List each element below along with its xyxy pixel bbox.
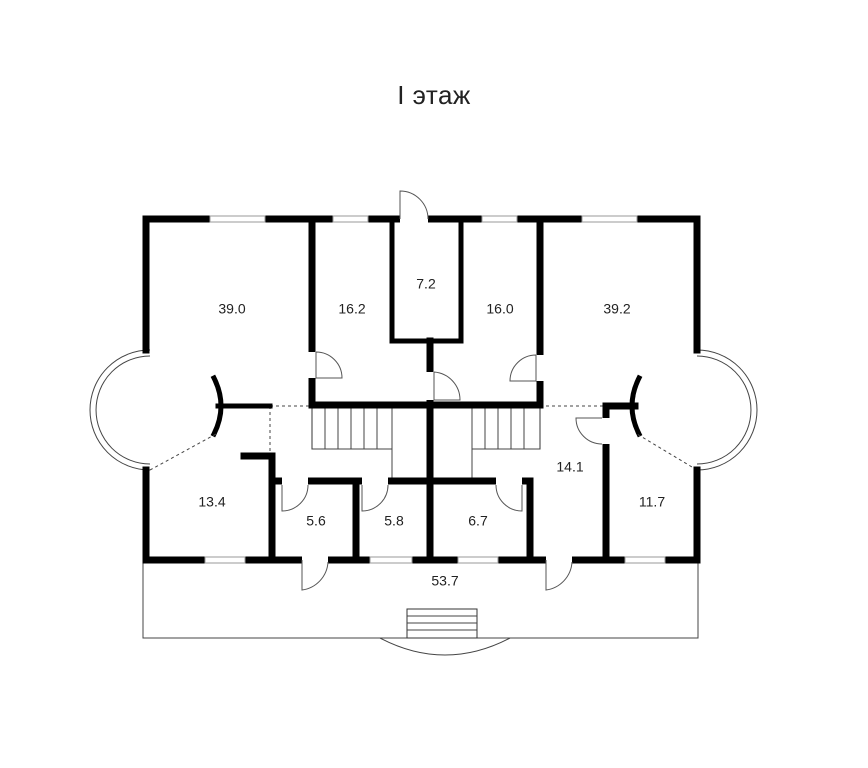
room-area-1: 39.0 <box>218 301 245 317</box>
staircase-right <box>471 406 541 450</box>
staircase-left <box>311 406 393 450</box>
entrance-arc <box>379 637 511 656</box>
walls <box>142 215 701 564</box>
terrace-area: 53.7 <box>431 573 458 589</box>
room-area-10: 14.1 <box>556 459 583 475</box>
doors <box>281 190 610 591</box>
room-area-3: 7.2 <box>416 276 436 292</box>
room-area-5: 39.2 <box>603 301 630 317</box>
room-area-6: 13.4 <box>198 494 225 510</box>
room-area-9: 6.7 <box>468 513 488 529</box>
room-area-7: 5.6 <box>306 513 326 529</box>
bay-window-right <box>696 349 758 471</box>
zone-lines <box>149 405 698 471</box>
room-area-8: 5.8 <box>384 513 404 529</box>
bay-window-left <box>89 349 151 471</box>
windows <box>204 215 666 564</box>
room-area-2: 16.2 <box>338 301 365 317</box>
stair-landing <box>312 407 540 478</box>
bay-window-left-inner <box>95 355 151 465</box>
room-area-4: 16.0 <box>486 301 513 317</box>
room-area-11: 11.7 <box>639 494 665 510</box>
plan-title: I этаж <box>397 80 471 110</box>
entrance-steps <box>406 608 478 639</box>
bay-window-right-inner <box>696 355 752 465</box>
